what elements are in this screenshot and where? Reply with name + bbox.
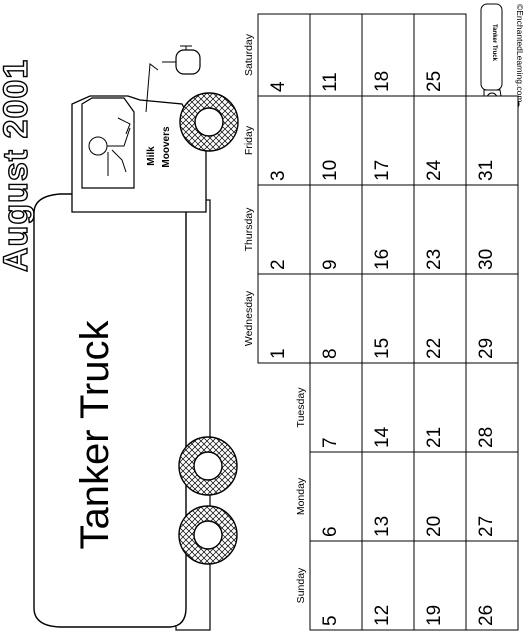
mini-truck-label: Tanker Truck [491,24,497,62]
wheel-rear-1 [178,436,238,496]
weekday-label: Wednesday [243,290,255,346]
mini-tanker-truck: Tanker Truck [480,3,520,110]
side-mirror [175,49,201,75]
weekday-label: Thursday [243,207,255,252]
day-number: 12 [372,605,393,626]
tank-label: Tanker Truck [73,320,117,550]
day-cell[interactable] [309,184,363,275]
page-title: August 2001 [0,59,35,272]
day-cell[interactable] [465,362,519,453]
day-cell[interactable] [413,273,467,364]
day-number: 3 [268,170,289,181]
day-number: 24 [424,159,445,181]
day-number: 9 [320,259,341,270]
day-cell[interactable] [309,540,363,631]
door-text-milk: Milk [146,146,157,166]
day-number: 21 [424,427,445,448]
mirror-arm [145,61,176,113]
day-number: 15 [372,338,393,359]
day-number: 1 [268,348,289,359]
day-number: 13 [372,516,393,537]
driver-figure [88,117,131,176]
day-number: 10 [320,160,341,181]
day-cell[interactable] [309,95,363,186]
day-number: 17 [372,160,393,181]
day-cell[interactable] [465,95,519,186]
day-cell[interactable] [257,273,311,364]
weekday-label: Monday [295,477,307,515]
day-number: 11 [320,72,341,92]
day-cell[interactable] [413,540,467,631]
weekday-label: Friday [243,125,255,155]
day-number: 14 [372,426,393,448]
day-number: 26 [476,605,497,626]
day-number: 28 [476,427,497,448]
day-cell[interactable] [257,184,311,275]
day-number: 27 [476,516,497,537]
day-number: 7 [320,437,341,448]
day-number: 2 [268,259,289,270]
day-number: 22 [424,338,445,359]
day-cell[interactable] [413,184,467,275]
day-number: 23 [424,249,445,270]
weekday-label: Sunday [295,567,307,603]
day-number: 4 [268,81,289,92]
wheel-rear-2 [178,505,238,565]
day-cell[interactable] [465,184,519,275]
door-text-moovers: Moovers [161,126,172,168]
day-cell[interactable] [413,362,467,453]
weekday-label: Tuesday [295,387,307,428]
day-number: 18 [372,71,393,92]
day-number: 5 [320,615,341,626]
day-cell[interactable] [361,95,415,186]
cab-window [81,97,135,189]
day-number: 16 [372,249,393,270]
day-cell[interactable] [361,184,415,275]
tanker-truck: Milk Moovers Tanker Truck [33,45,239,631]
day-cell[interactable] [413,451,467,542]
day-number: 29 [476,338,497,359]
day-cell[interactable] [465,540,519,631]
day-number: 30 [476,249,497,270]
tank-body [33,193,187,628]
day-cell[interactable] [257,13,311,97]
day-cell[interactable] [361,13,415,97]
wheel-front [179,92,239,152]
weekday-label: Saturday [243,33,255,76]
day-cell[interactable] [361,540,415,631]
copyright-notice: ©EnchantedLearning.com [515,4,523,102]
day-cell[interactable] [413,13,467,97]
day-number: 19 [424,605,445,626]
day-number: 20 [424,516,445,537]
day-number: 6 [320,526,341,537]
day-number: 8 [320,348,341,359]
day-number: 31 [476,160,497,181]
day-number: 25 [424,71,445,92]
